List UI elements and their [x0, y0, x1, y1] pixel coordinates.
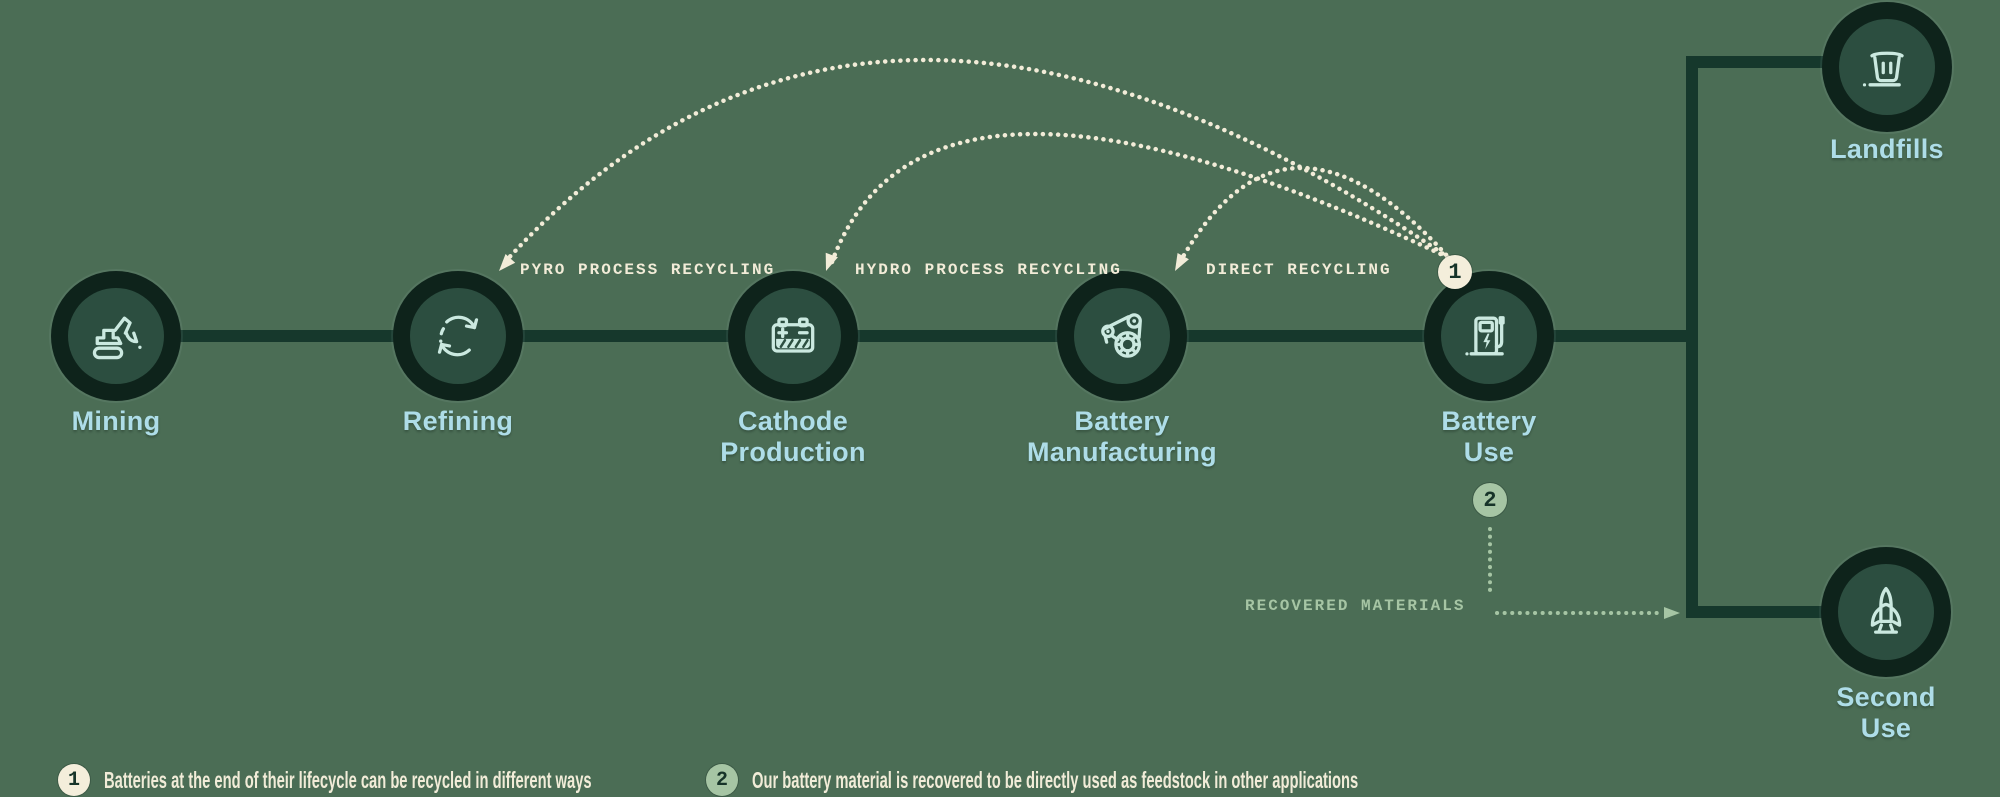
footnote-1-text: Batteries at the end of their lifecycle … — [104, 766, 592, 793]
label-pyro-process-recycling: PYRO PROCESS RECYCLING — [520, 261, 776, 279]
node-battery-manufacturing-disc — [1074, 288, 1170, 384]
label-battery-use: Battery Use — [1441, 406, 1537, 467]
pyro-recycling-arc — [502, 57, 1452, 265]
node-cathode-production — [728, 271, 858, 401]
recovered-materials-arrowhead-icon — [1664, 607, 1680, 619]
direct-arrowhead-icon — [1175, 252, 1189, 271]
recycle-cycle-icon — [437, 315, 479, 357]
node-cathode-production-disc — [745, 288, 841, 384]
node-battery-manufacturing — [1057, 271, 1187, 401]
direct-recycling-arc — [1177, 165, 1452, 265]
label-refining: Refining — [402, 406, 514, 436]
node-battery-use-disc — [1441, 288, 1537, 384]
car-battery-icon — [771, 317, 815, 353]
engine-pulley-icon — [1101, 313, 1142, 358]
end-of-life-branch-line — [1686, 56, 1824, 618]
pyro-arrowhead-icon — [499, 254, 516, 271]
hydro-arrowhead-icon — [825, 252, 838, 271]
label-landfills: Landfills — [1830, 134, 1944, 164]
marker-2-badge: 2 — [1473, 483, 1507, 517]
footnote-2: 2 Our battery material is recovered to b… — [706, 762, 1699, 797]
label-hydro-process-recycling: HYDRO PROCESS RECYCLING — [855, 261, 1122, 279]
excavator-icon — [92, 316, 142, 360]
hydro-recycling-arc — [829, 131, 1452, 265]
node-mining — [51, 271, 181, 401]
footnote-1-badge: 1 — [58, 764, 90, 796]
node-refining-disc — [410, 288, 506, 384]
node-mining-disc — [68, 288, 164, 384]
label-recovered-materials: RECOVERED MATERIALS — [1245, 597, 1466, 615]
trash-can-icon — [1862, 51, 1904, 87]
node-landfills — [1822, 2, 1952, 132]
footnote-2-badge: 2 — [706, 764, 738, 796]
marker-1-badge: 1 — [1438, 255, 1472, 289]
footnote-2-text: Our battery material is recovered to be … — [752, 766, 1359, 793]
node-landfills-disc — [1839, 19, 1935, 115]
node-battery-use — [1424, 271, 1554, 401]
node-second-use-disc — [1838, 564, 1934, 660]
label-cathode-production: Cathode Production — [720, 406, 866, 467]
node-second-use — [1821, 547, 1951, 677]
label-mining: Mining — [71, 406, 161, 436]
rocket-icon — [1870, 586, 1902, 634]
label-direct-recycling: DIRECT RECYCLING — [1206, 261, 1392, 279]
label-battery-manufacturing: Battery Manufacturing — [1027, 406, 1217, 467]
label-second-use: Second Use — [1836, 682, 1936, 743]
node-refining — [393, 271, 523, 401]
footnote-1: 1 Batteries at the end of their lifecycl… — [58, 762, 866, 797]
ev-charger-icon — [1465, 316, 1505, 356]
